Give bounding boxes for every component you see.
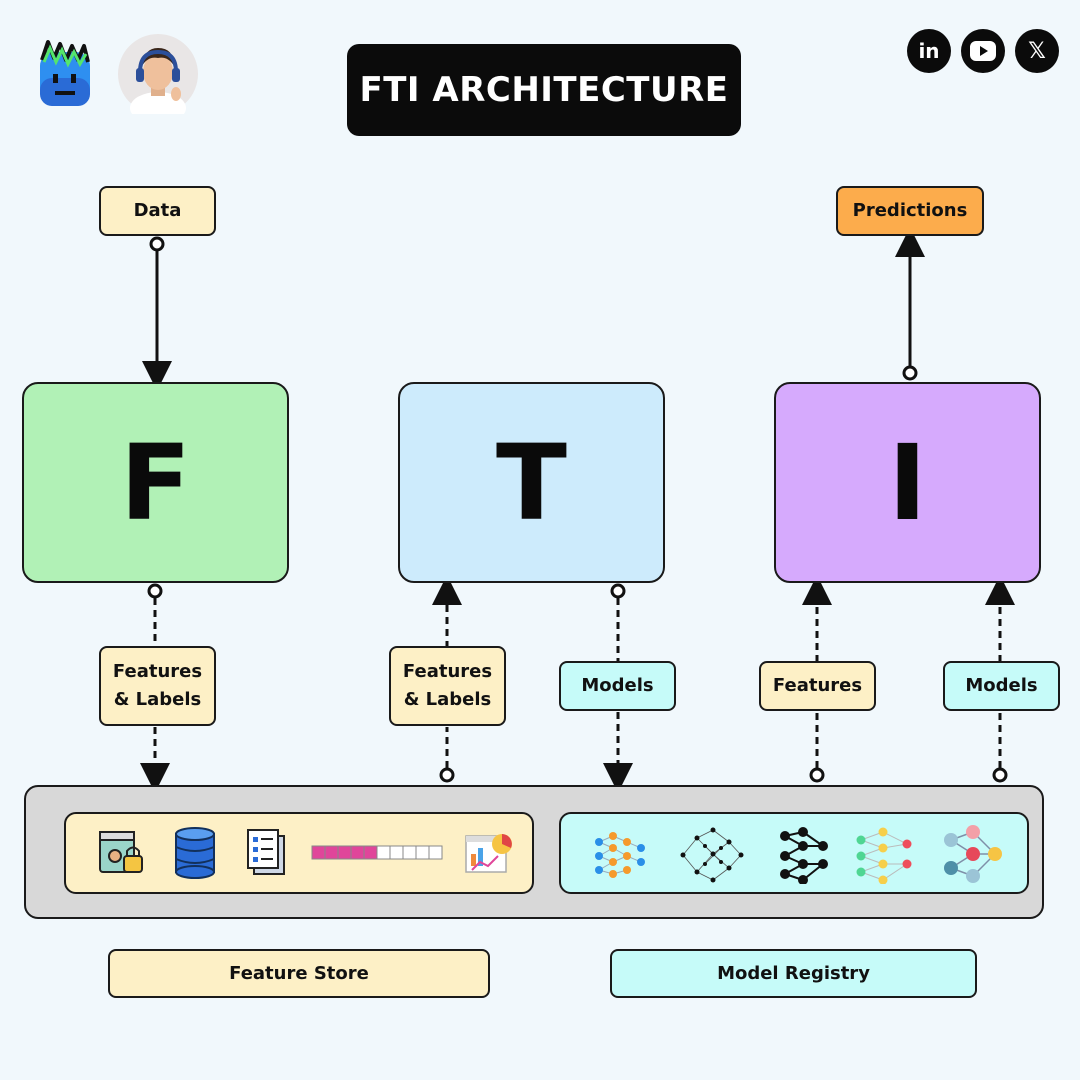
brand-logo-icon — [38, 38, 92, 108]
training-pipeline-box: T — [398, 382, 665, 583]
dashboard-chart-icon — [465, 834, 512, 873]
colored-network-icon — [856, 827, 912, 884]
feature-vector-icon — [311, 845, 443, 860]
f-output-port — [147, 583, 163, 599]
secure-folder-icon — [99, 831, 143, 873]
store-port-t — [439, 767, 455, 783]
inference-pipeline-box: I — [774, 382, 1041, 583]
graph-network-icon — [780, 827, 828, 884]
model-registry-panel — [559, 812, 1029, 894]
document-list-icon — [247, 829, 285, 875]
f-features-labels-label: Features & Labels — [99, 646, 216, 726]
predictions-label: Predictions — [836, 186, 984, 236]
i-output-port — [902, 365, 918, 381]
youtube-icon[interactable] — [961, 29, 1005, 73]
node-graph-icon — [944, 825, 1002, 883]
t-features-labels-label: Features & Labels — [389, 646, 506, 726]
i-models-label: Models — [943, 661, 1060, 711]
feature-store-panel — [64, 812, 534, 894]
neural-network-icon — [595, 832, 645, 878]
page-title: FTI ARCHITECTURE — [347, 44, 741, 136]
data-port — [149, 236, 165, 252]
store-port-i — [809, 767, 825, 783]
dense-network-icon — [680, 827, 744, 883]
model-registry-label: Model Registry — [610, 949, 977, 998]
inference-pipeline-letter: I — [888, 421, 927, 544]
feature-pipeline-letter: F — [119, 421, 192, 544]
avatar — [118, 34, 198, 124]
x-icon[interactable]: 𝕏 — [1015, 29, 1059, 73]
database-icon — [175, 827, 215, 879]
data-label: Data — [99, 186, 216, 236]
t-output-port — [610, 583, 626, 599]
registry-port-i — [992, 767, 1008, 783]
feature-store-label: Feature Store — [108, 949, 490, 998]
feature-pipeline-box: F — [22, 382, 289, 583]
i-features-label: Features — [759, 661, 876, 711]
linkedin-icon[interactable]: in — [907, 29, 951, 73]
training-pipeline-letter: T — [496, 421, 567, 544]
t-models-label: Models — [559, 661, 676, 711]
